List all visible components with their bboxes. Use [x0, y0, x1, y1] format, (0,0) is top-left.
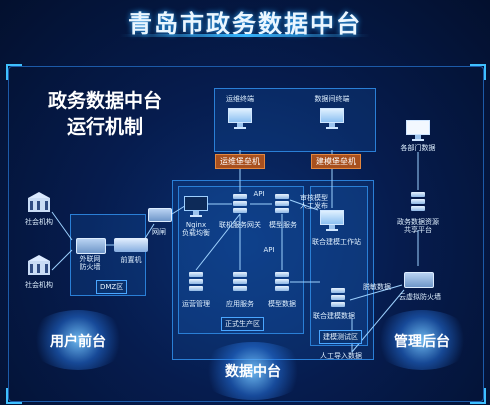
dmz-tag: DMZ区 — [96, 280, 128, 294]
model-data-icon — [275, 272, 289, 292]
api-mid-label: API — [263, 246, 275, 254]
modeling-test-tag: 建模测试区 — [319, 330, 362, 344]
user-front-label: 用户前台 — [50, 334, 106, 350]
api-top-label: API — [253, 190, 265, 198]
model-service-icon — [275, 194, 289, 214]
cloud-firewall-icon — [404, 272, 434, 288]
org1-label: 社会机构 — [25, 218, 53, 226]
cloud-firewall-label: 云虚拟防火墙 — [399, 293, 441, 301]
org2-building-icon — [28, 255, 50, 277]
joint-workstation-label: 联合建模工作站 — [312, 238, 361, 246]
review-label: 审核模型 人工发布 — [300, 194, 328, 210]
org1-building-icon — [28, 192, 50, 214]
external-firewall-label: 外联网 防火墙 — [79, 255, 101, 271]
org2-label: 社会机构 — [25, 281, 53, 289]
user-front-glow — [28, 310, 128, 370]
data-center-label: 数据中台 — [225, 364, 281, 380]
heading-line-1: 政务数据中台 — [47, 90, 162, 112]
app-service-icon — [233, 272, 247, 292]
ops-management-icon — [189, 272, 203, 292]
model-data-label: 模型数据 — [268, 300, 296, 308]
federated-gateway-label: 联机服务网关 — [219, 221, 261, 229]
desensitized-label: 脱敏数据 — [363, 283, 391, 291]
frame-corner-tr — [470, 64, 486, 80]
joint-data-icon — [331, 288, 345, 308]
data-terminal-icon — [320, 108, 344, 130]
production-tag: 正式生产区 — [221, 317, 264, 331]
external-firewall-icon — [76, 238, 106, 254]
ops-bastion: 运维堡垒机 — [215, 154, 265, 169]
heading-line-2: 运行机制 — [66, 116, 143, 138]
federated-gateway-icon — [233, 194, 247, 214]
frame-corner-br — [470, 388, 486, 404]
sharing-platform-label: 政务数据资源 共享平台 — [397, 218, 439, 234]
nginx-label: Nginx 负载均衡 — [182, 221, 210, 237]
joint-workstation-icon — [320, 210, 344, 232]
gateway-icon — [148, 208, 172, 222]
manual-import-label: 人工导入数据 — [320, 352, 362, 360]
data-terminal-label: 数据间终端 — [314, 95, 350, 103]
outer-frame — [8, 66, 484, 402]
frame-corner-tl — [6, 64, 22, 80]
ops-management-label: 运营管理 — [182, 300, 210, 308]
modeling-bastion: 建模堡垒机 — [311, 154, 361, 169]
admin-back-glow — [372, 310, 472, 370]
admin-back-label: 管理后台 — [394, 334, 450, 350]
sharing-platform-icon — [411, 192, 425, 212]
app-service-label: 应用服务 — [226, 300, 254, 308]
gateway-label: 网闸 — [152, 228, 166, 236]
dept-data-icon — [406, 120, 430, 142]
front-server-icon — [114, 238, 148, 252]
title-underline — [120, 34, 370, 37]
diagram-heading: 政务数据中台 运行机制 — [30, 88, 180, 140]
nginx-icon — [184, 196, 208, 218]
data-center-glow — [198, 342, 308, 400]
ops-terminal-icon — [228, 108, 252, 130]
front-server-label: 前置机 — [120, 256, 142, 264]
page-title: 青岛市政务数据中台 — [128, 10, 362, 38]
ops-terminal-label: 运维终端 — [226, 95, 254, 103]
dept-data-label: 各部门数据 — [400, 144, 436, 152]
joint-data-label: 联合建模数据 — [313, 312, 355, 320]
frame-corner-bl — [6, 388, 22, 404]
model-service-label: 模型服务 — [269, 221, 297, 229]
